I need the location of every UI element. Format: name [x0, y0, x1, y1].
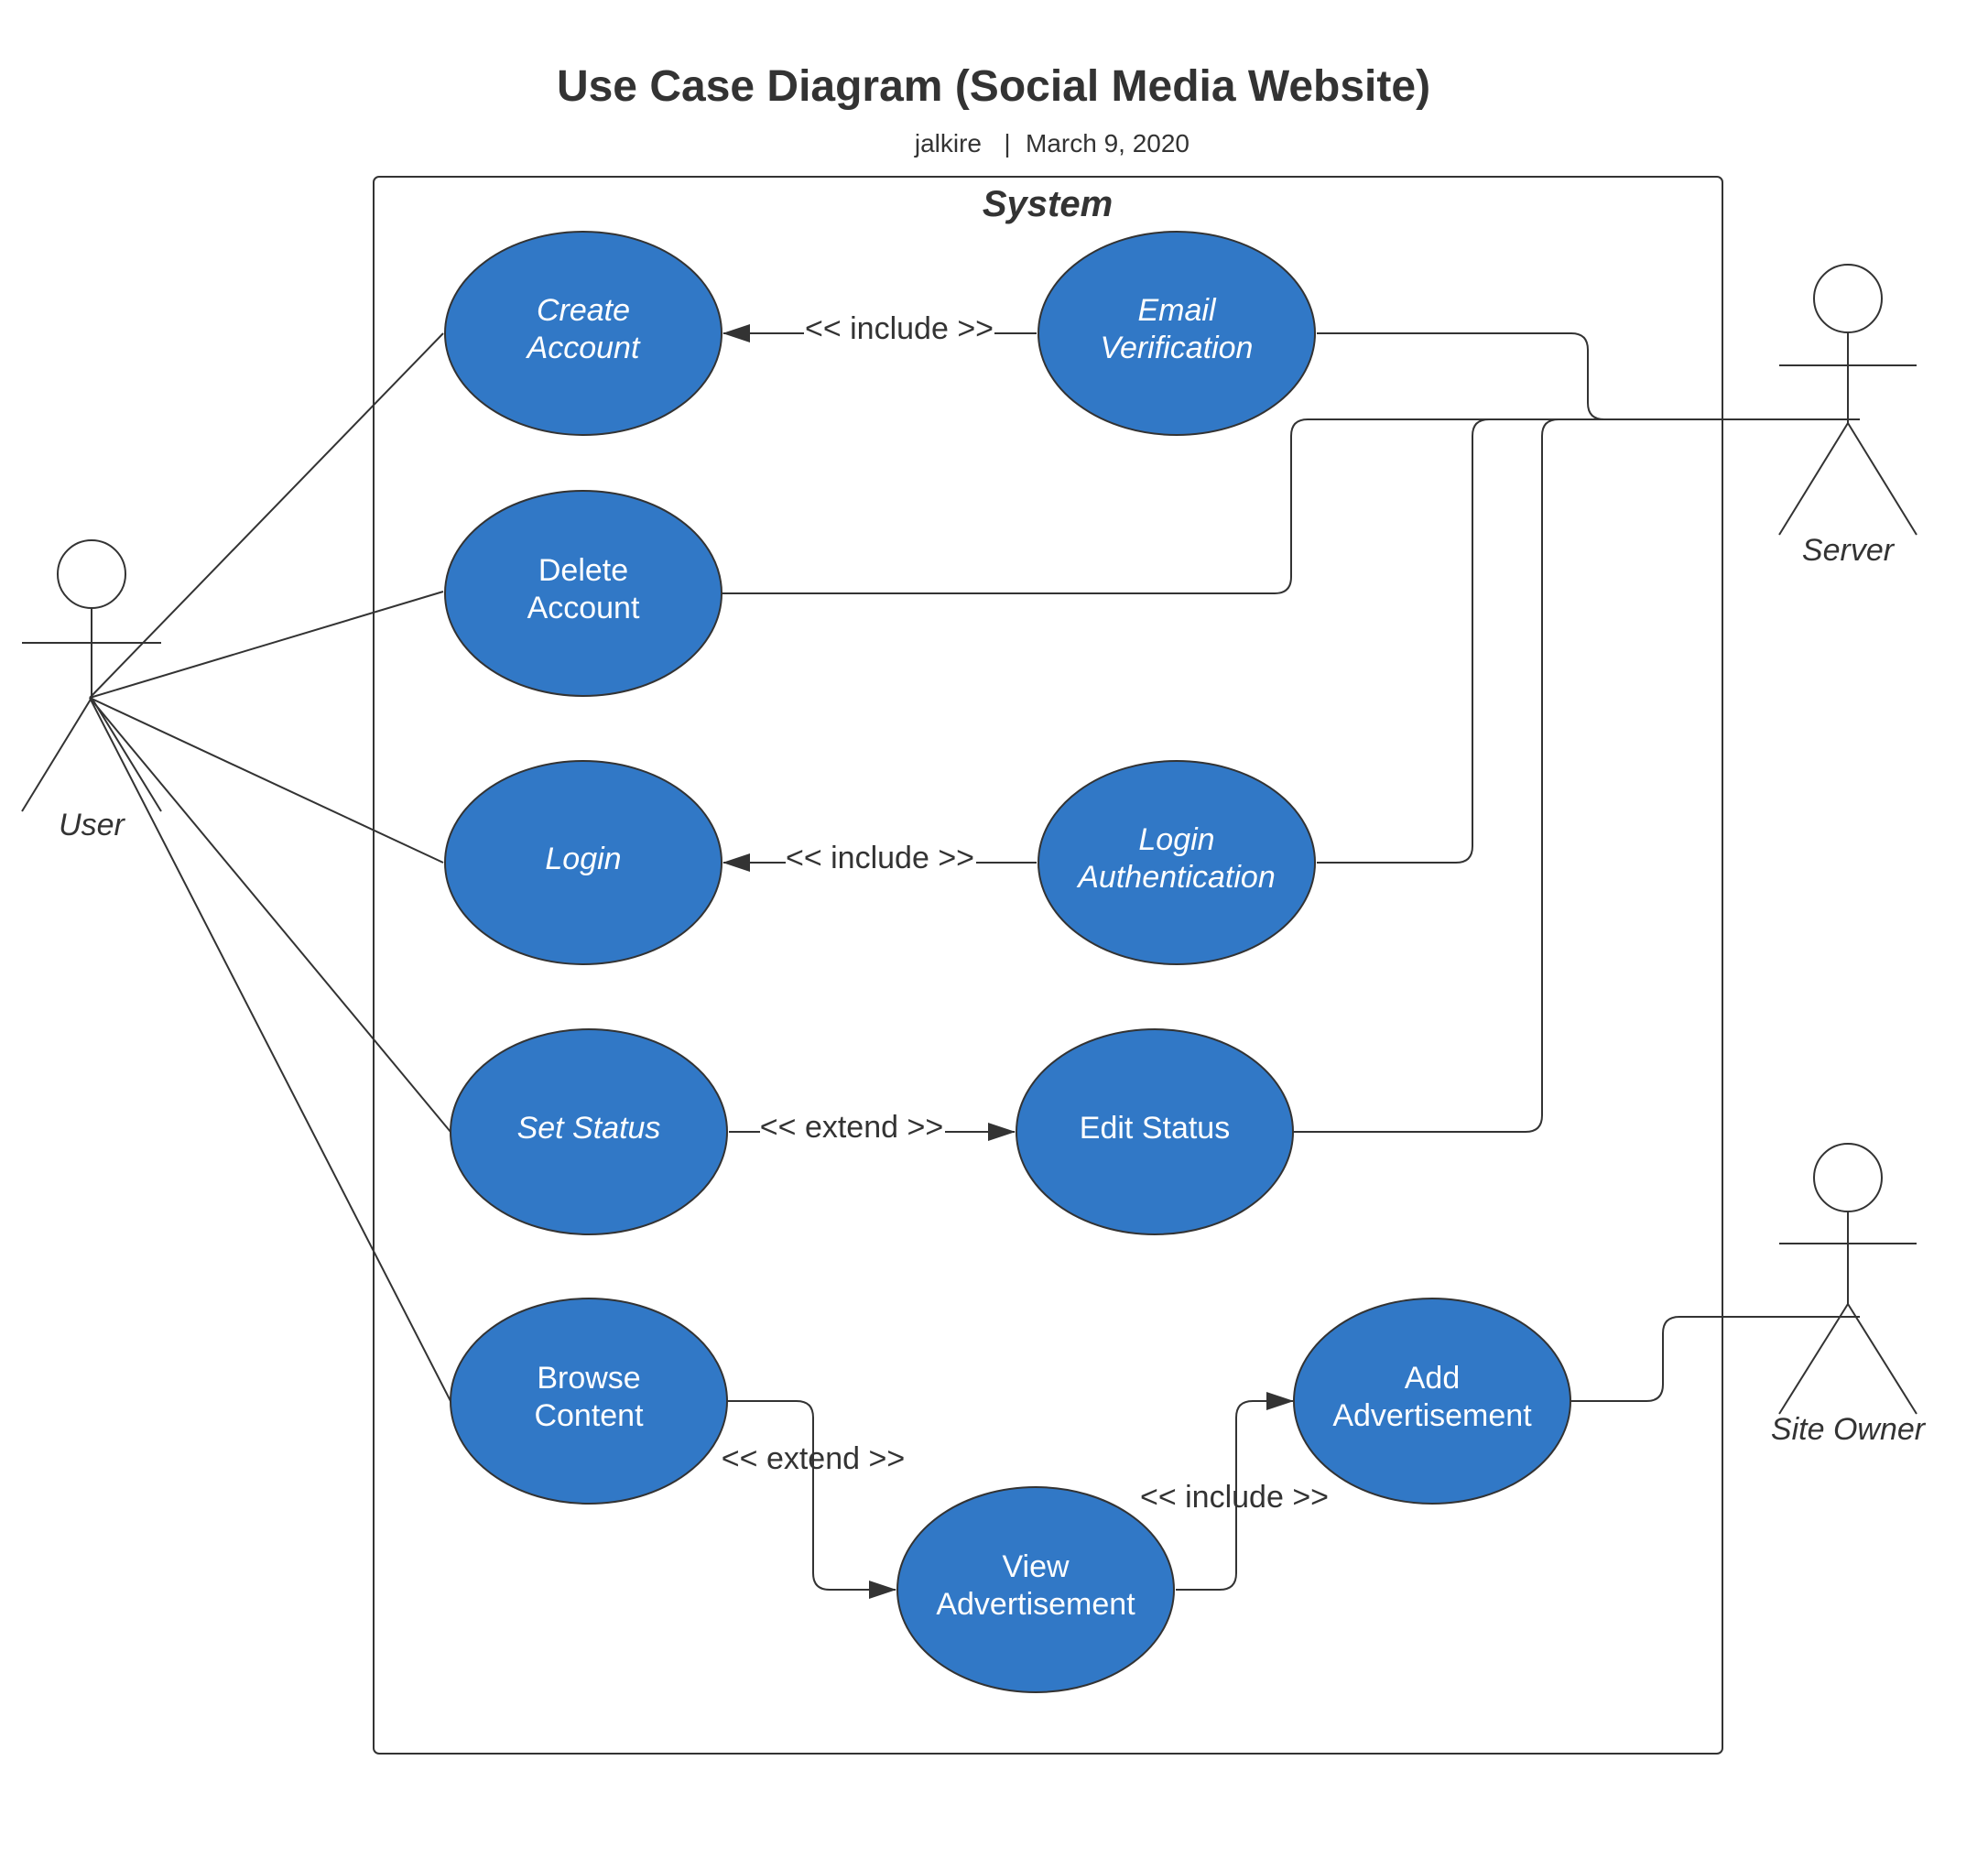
- login-authentication-label-line-1: Login: [1138, 822, 1214, 857]
- create-account-label-line-1: Create: [537, 293, 630, 328]
- relations: << include >> << include >> << extend >>…: [722, 311, 1329, 1599]
- login-ellipse[interactable]: [444, 760, 722, 965]
- email-verification-label-line-2: Verification: [1101, 331, 1254, 365]
- system-boundary: [373, 176, 1723, 1755]
- user-login-line: [89, 697, 444, 864]
- extend-browse-view-label: << extend >>: [722, 1441, 905, 1476]
- user-delete-account-line: [89, 591, 444, 699]
- user-actor-label: User: [59, 808, 125, 842]
- create-account-label-line-2: Account: [526, 331, 641, 365]
- extend-browse-to-view-arrow: [727, 1400, 896, 1599]
- browse-content-ellipse[interactable]: [450, 1298, 728, 1505]
- meta-separator: |: [1004, 129, 1010, 158]
- use-case-delete-account[interactable]: Delete Account: [444, 490, 722, 697]
- add-advertisement-ellipse[interactable]: [1293, 1298, 1571, 1505]
- include-email-create-label: << include >>: [805, 311, 994, 346]
- user-actor-head-icon: [57, 539, 126, 609]
- server-actor-head-icon: [1813, 264, 1883, 333]
- delete-account-label-line-2: Account: [527, 591, 640, 625]
- user-actor-right-leg: [91, 697, 162, 812]
- use-case-login-authentication[interactable]: Login Authentication: [1037, 760, 1316, 965]
- create-account-ellipse[interactable]: [444, 231, 722, 436]
- site-owner-actor-right-leg: [1847, 1303, 1917, 1415]
- delete-account-label-line-1: Delete: [538, 553, 628, 588]
- site-owner-actor-head-icon: [1813, 1143, 1883, 1212]
- login-authentication-server-line: [1317, 418, 1860, 864]
- email-verification-ellipse[interactable]: [1037, 231, 1316, 436]
- user-set-status-line: [89, 697, 451, 1133]
- use-case-create-account[interactable]: Create Account: [444, 231, 722, 436]
- include-auth-login-label: << include >>: [786, 841, 974, 875]
- server-actor-right-leg: [1847, 422, 1917, 536]
- add-advertisement-site-owner-line: [1571, 1316, 1860, 1402]
- server-connections: [722, 332, 1860, 1133]
- include-view-add-label: << include >>: [1140, 1480, 1329, 1515]
- server-actor-label: Server: [1802, 533, 1896, 568]
- author-text: jalkire: [914, 129, 982, 158]
- system-label: System: [983, 184, 1113, 224]
- delete-account-ellipse[interactable]: [444, 490, 722, 697]
- browse-content-label-line-2: Content: [534, 1398, 644, 1433]
- actor-user[interactable]: User: [21, 539, 162, 842]
- add-advertisement-label-line-1: Add: [1405, 1361, 1461, 1396]
- email-verification-label-line-1: Email: [1137, 293, 1216, 328]
- view-advertisement-label-line-1: View: [1002, 1549, 1070, 1584]
- email-verification-server-line: [1317, 332, 1860, 420]
- diagram-title: Use Case Diagram (Social Media Website): [557, 62, 1430, 111]
- browse-content-label-line-1: Browse: [537, 1361, 640, 1396]
- user-associations: [89, 332, 451, 1402]
- login-label: Login: [545, 842, 621, 876]
- include-view-to-add-arrow: [1176, 1392, 1294, 1591]
- site-owner-actor-label: Site Owner: [1771, 1412, 1927, 1447]
- extend-set-edit-label: << extend >>: [760, 1110, 943, 1145]
- actor-server[interactable]: Server: [1778, 264, 1917, 568]
- use-case-browse-content[interactable]: Browse Content: [450, 1298, 728, 1505]
- site-owner-actor-left-leg: [1778, 1303, 1849, 1415]
- actor-site-owner[interactable]: Site Owner: [1771, 1143, 1927, 1447]
- use-case-edit-status[interactable]: Edit Status: [1016, 1028, 1294, 1235]
- server-actor-left-leg: [1778, 422, 1849, 536]
- use-case-email-verification[interactable]: Email Verification: [1037, 231, 1316, 436]
- user-actor-left-leg: [21, 697, 92, 812]
- edit-status-label: Edit Status: [1080, 1111, 1230, 1146]
- login-authentication-label-line-2: Authentication: [1076, 860, 1276, 895]
- user-browse-content-line: [89, 697, 451, 1402]
- view-advertisement-ellipse[interactable]: [896, 1486, 1175, 1693]
- edit-status-server-line: [1293, 418, 1860, 1133]
- delete-account-server-line: [722, 418, 1860, 594]
- view-advertisement-label-line-2: Advertisement: [936, 1587, 1135, 1622]
- login-authentication-ellipse[interactable]: [1037, 760, 1316, 965]
- use-case-login[interactable]: Login: [444, 760, 722, 965]
- add-advertisement-label-line-2: Advertisement: [1332, 1398, 1532, 1433]
- set-status-label: Set Status: [517, 1111, 661, 1146]
- user-create-account-line: [89, 332, 444, 699]
- edit-status-ellipse[interactable]: [1016, 1028, 1294, 1235]
- set-status-ellipse[interactable]: [450, 1028, 728, 1235]
- use-case-add-advertisement[interactable]: Add Advertisement: [1293, 1298, 1571, 1505]
- date-text: March 9, 2020: [1026, 129, 1190, 158]
- use-case-set-status[interactable]: Set Status: [450, 1028, 728, 1235]
- use-case-view-advertisement[interactable]: View Advertisement: [896, 1486, 1175, 1693]
